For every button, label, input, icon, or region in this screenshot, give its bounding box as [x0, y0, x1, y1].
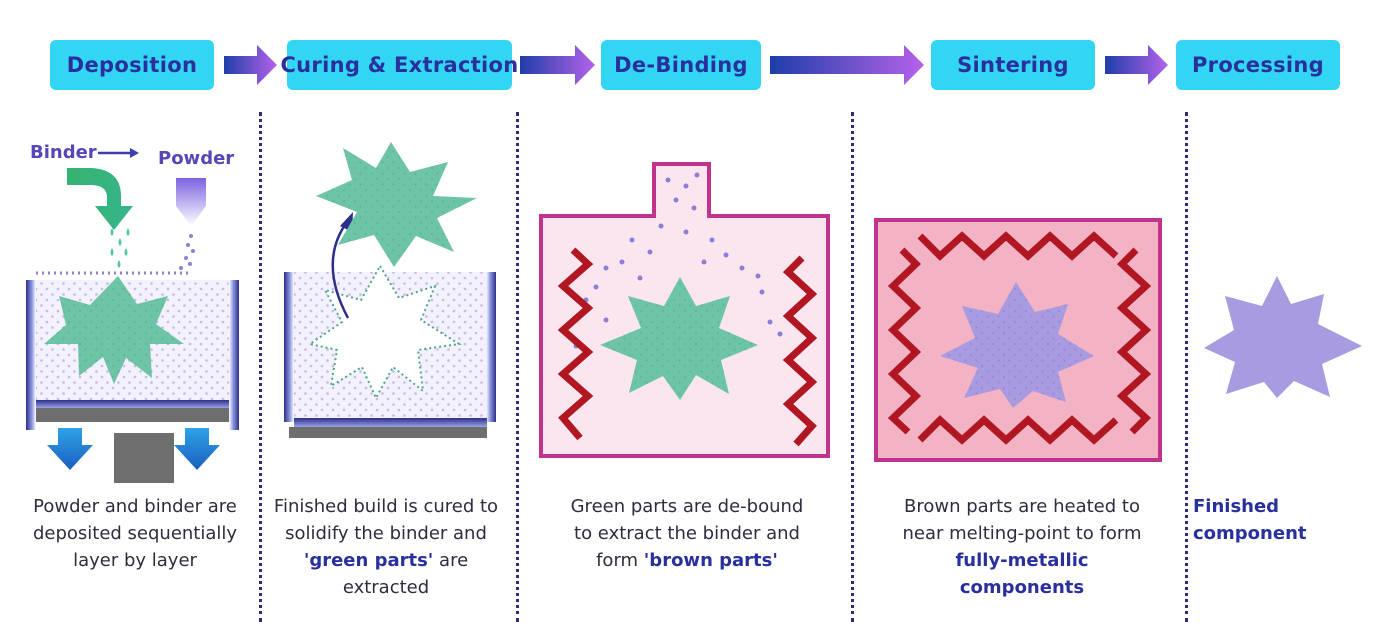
- heater-coil: [1116, 247, 1152, 435]
- heater-coil: [782, 255, 818, 447]
- caption-deposition: Powder and binder are deposited sequenti…: [32, 496, 238, 571]
- stage-curing-extraction: Curing & Extraction: [280, 40, 518, 90]
- down-arrow-icon: [47, 428, 93, 470]
- down-arrow-icon: [174, 428, 220, 470]
- section-divider: [851, 112, 854, 622]
- caption-de-binding: Green parts are de-bound to extract the …: [570, 496, 804, 571]
- flow-arrow-icon: [770, 45, 924, 85]
- stage-sintering: Sintering: [931, 40, 1095, 90]
- heater-coil: [917, 231, 1119, 261]
- flow-arrow-icon: [1105, 45, 1168, 85]
- stage-deposition: Deposition: [50, 40, 214, 90]
- binder-curved-arrow-icon: [67, 168, 133, 230]
- stage-de-binding: De-Binding: [601, 40, 761, 90]
- caption-curing-extraction: Finished build is cured to solidify the …: [273, 496, 499, 598]
- heater-coil: [917, 415, 1119, 445]
- caption-processing: Finished component: [1193, 496, 1307, 544]
- powder-nozzle-icon: [176, 178, 206, 226]
- binder-droplets-icon: [110, 228, 130, 268]
- extract-arrow-icon: [331, 221, 350, 319]
- powder-stream-icon: [179, 234, 195, 270]
- flow-arrow-icon: [224, 45, 277, 85]
- piston-block: [114, 433, 174, 483]
- extracted-cavity: [307, 263, 462, 401]
- section-divider: [259, 112, 262, 622]
- section-divider: [516, 112, 519, 622]
- finished-component-star: [1204, 276, 1362, 398]
- binder-arrow-icon: [98, 148, 139, 158]
- section-divider: [1185, 112, 1188, 622]
- stage-processing: Processing: [1176, 40, 1340, 90]
- heater-coil: [887, 247, 922, 435]
- heater-coil: [557, 247, 594, 441]
- flow-arrow-icon: [520, 45, 595, 85]
- powder-label: Powder: [158, 148, 235, 169]
- caption-sintering: Brown parts are heated to near melting-p…: [902, 496, 1142, 598]
- binder-label: Binder: [30, 142, 97, 163]
